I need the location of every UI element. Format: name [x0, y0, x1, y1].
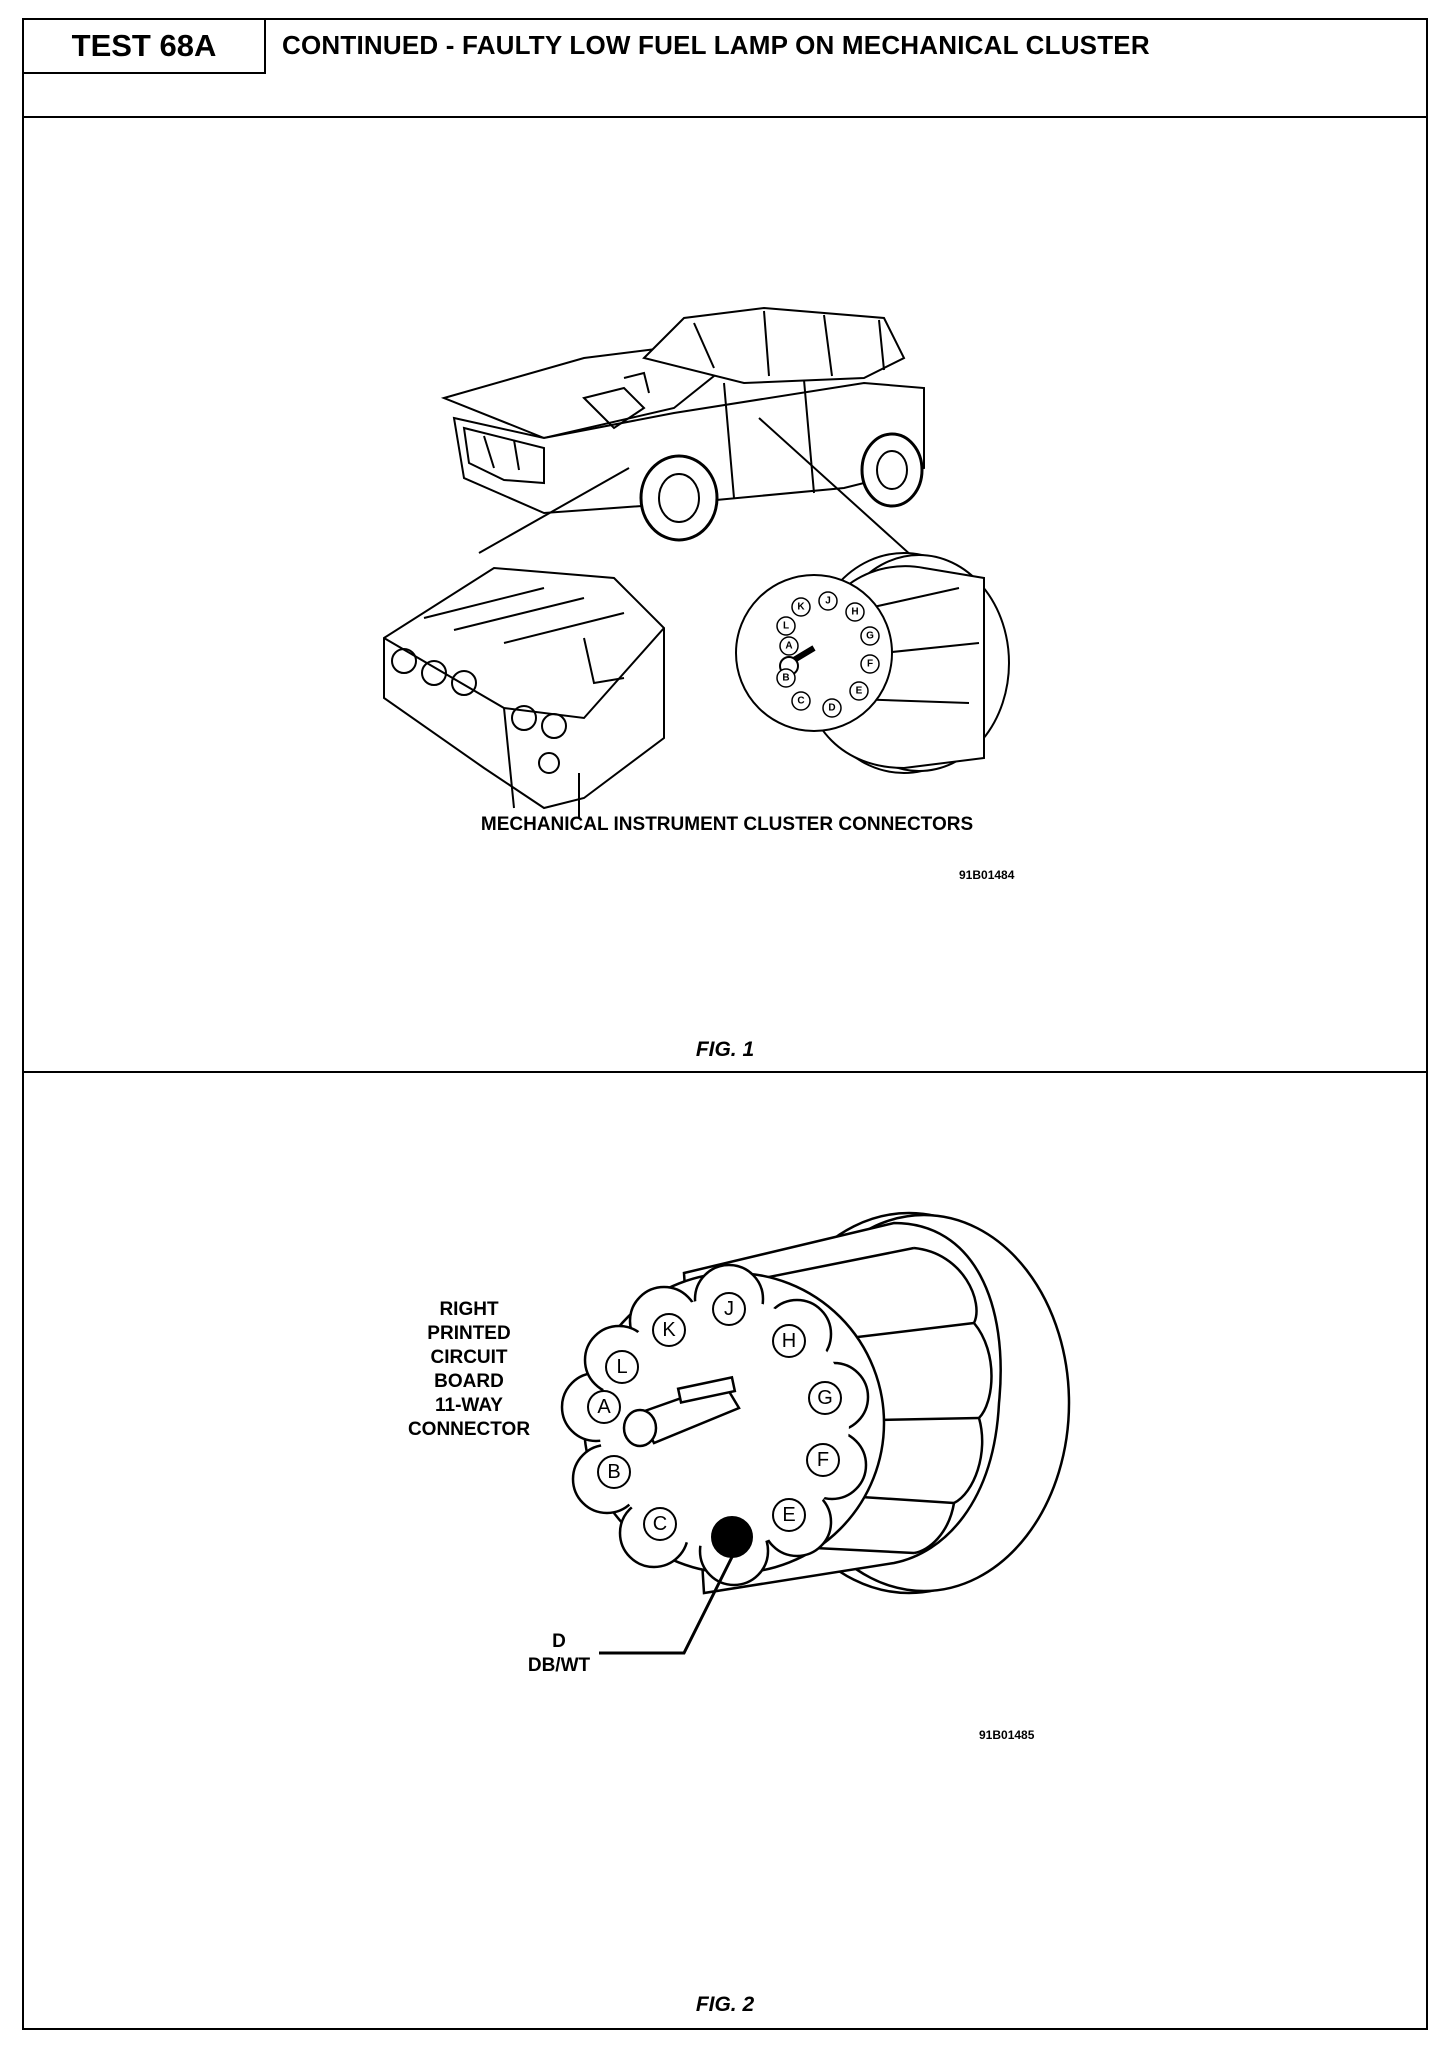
connector-label-line: 11-WAY — [435, 1395, 503, 1416]
figure-1-panel: A B C D E F G H J K L MECHANICAL INSTRUM… — [24, 118, 1426, 1073]
connector-label-line: BOARD — [434, 1371, 504, 1392]
pin-d — [711, 1516, 753, 1558]
manual-page: TEST 68A CONTINUED - FAULTY LOW FUEL LAM… — [22, 18, 1428, 2030]
svg-text:L: L — [783, 621, 789, 632]
svg-text:A: A — [785, 641, 792, 652]
page-header: TEST 68A CONTINUED - FAULTY LOW FUEL LAM… — [24, 20, 1426, 118]
svg-text:G: G — [866, 631, 874, 642]
svg-text:B: B — [607, 1461, 620, 1483]
connector-label-line: CONNECTOR — [407, 1419, 531, 1440]
pin-f: F — [806, 1443, 840, 1477]
svg-text:K: K — [797, 602, 805, 613]
fig2-pins: A B C E F G H J K L — [587, 1292, 842, 1558]
svg-text:F: F — [867, 659, 873, 670]
pin-callout-letter: D — [552, 1631, 566, 1652]
front-wheel — [639, 454, 719, 542]
connector-label-line: RIGHT — [439, 1299, 499, 1320]
pin-c: C — [643, 1507, 677, 1541]
fig1-label: MECHANICAL INSTRUMENT CLUSTER CONNECTORS — [480, 814, 974, 835]
svg-text:G: G — [817, 1387, 833, 1409]
connector-label: RIGHT PRINTED CIRCUIT BOARD 11-WAY CONNE… — [379, 1298, 559, 1442]
svg-text:H: H — [851, 607, 858, 618]
svg-text:E: E — [782, 1504, 795, 1526]
pin-g: G — [808, 1381, 842, 1415]
pin-l: L — [605, 1350, 639, 1384]
car-roof — [642, 306, 906, 385]
svg-text:D: D — [828, 703, 835, 714]
test-number: TEST 68A — [24, 20, 266, 74]
fig1-caption: FIG. 1 — [695, 1038, 755, 1061]
pin-h: H — [772, 1324, 806, 1358]
page-title: CONTINUED - FAULTY LOW FUEL LAMP ON MECH… — [282, 30, 1150, 60]
pin-k: K — [652, 1313, 686, 1347]
figure-2-panel: A B C E F G H J K L RIGHT PRINTED CIRCUI… — [24, 1073, 1426, 2028]
svg-text:C: C — [797, 696, 804, 707]
fig1-code: 91B01484 — [959, 868, 1015, 882]
pin-b: B — [597, 1455, 631, 1489]
svg-text:A: A — [597, 1396, 611, 1418]
svg-text:H: H — [782, 1330, 796, 1352]
wire-color: DB/WT — [527, 1655, 591, 1676]
svg-text:B: B — [782, 673, 789, 684]
pin-a: A — [587, 1390, 621, 1424]
pin-d-leader — [599, 1556, 734, 1655]
svg-text:L: L — [616, 1356, 627, 1378]
pin-e: E — [772, 1498, 806, 1532]
left-cluster-connector — [383, 566, 665, 818]
pin-d-callout: D DB/WT — [514, 1630, 604, 1678]
connector-illustration: A B C E F G H J K L — [560, 1211, 1071, 1655]
svg-text:K: K — [662, 1319, 676, 1341]
svg-text:C: C — [653, 1513, 667, 1535]
svg-text:E: E — [856, 686, 863, 697]
svg-text:J: J — [825, 596, 831, 607]
car-illustration: A B C D E F G H J K L — [383, 306, 1010, 818]
fig1-pins: A B C D E F G H J K L — [776, 591, 880, 718]
connector-label-line: CIRCUIT — [430, 1347, 508, 1368]
fig2-caption: FIG. 2 — [695, 1993, 755, 2016]
rear-wheel — [860, 432, 924, 508]
pin-j: J — [712, 1292, 746, 1326]
fig2-code: 91B01485 — [979, 1728, 1035, 1742]
pin-face-small — [735, 574, 893, 732]
svg-text:F: F — [817, 1449, 829, 1471]
connector-label-line: PRINTED — [427, 1323, 511, 1344]
svg-text:J: J — [724, 1298, 734, 1320]
